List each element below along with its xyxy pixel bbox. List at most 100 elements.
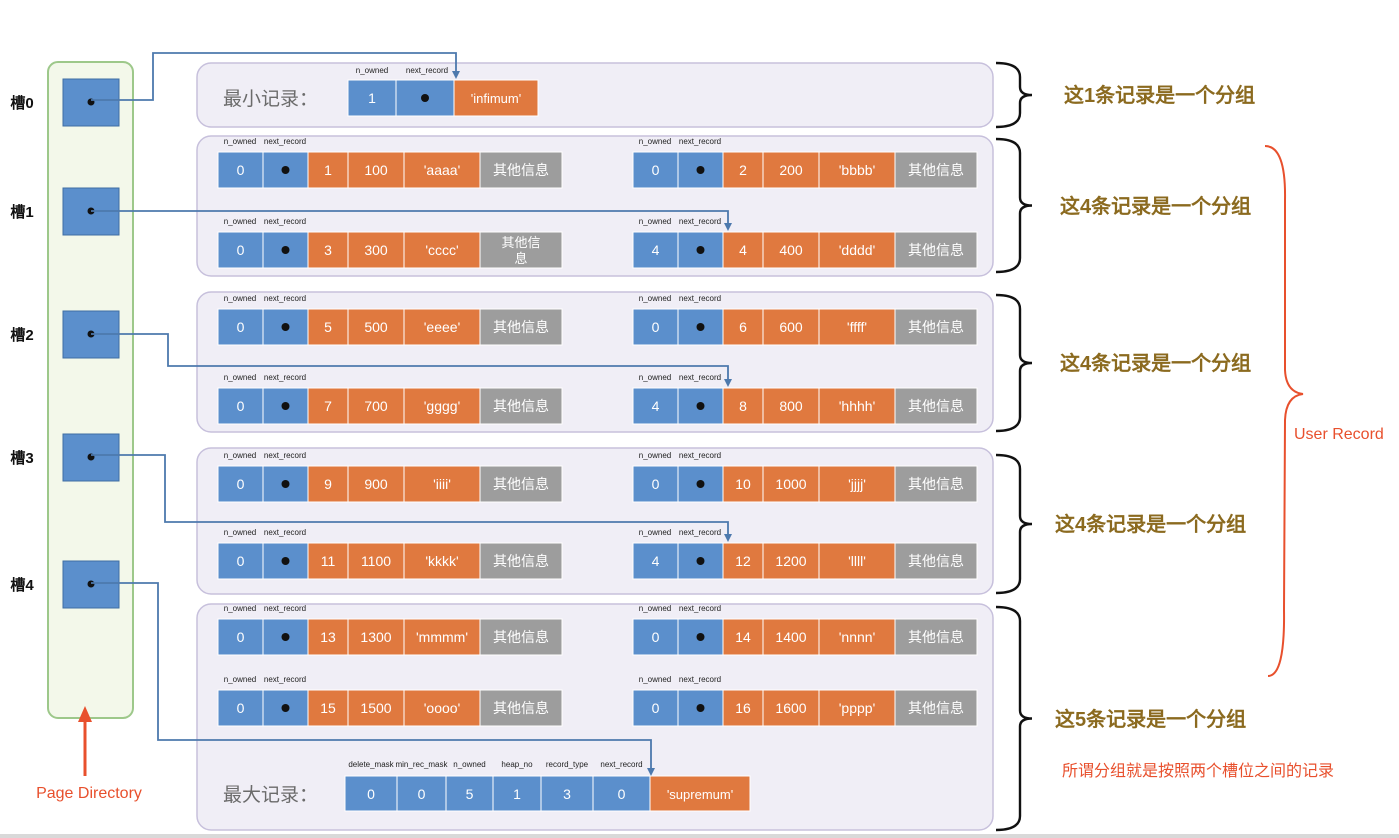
id-text: 1 bbox=[324, 162, 332, 178]
number-cell bbox=[762, 542, 820, 580]
string-cell bbox=[818, 387, 896, 425]
supremum-field-header: min_rec_mask bbox=[395, 760, 448, 769]
supremum-field-text: 3 bbox=[563, 786, 571, 802]
id-text: 3 bbox=[324, 242, 332, 258]
n-owned-text: 0 bbox=[652, 629, 660, 645]
slot-arrow-0 bbox=[91, 52, 460, 101]
n-owned-header: n_owned bbox=[224, 294, 256, 303]
number-cell bbox=[347, 308, 405, 346]
string-text: 'llll' bbox=[848, 553, 866, 569]
other-info-cell bbox=[479, 387, 563, 425]
other-info-cell bbox=[479, 465, 563, 503]
supremum-field-cell bbox=[344, 775, 398, 812]
n-owned-header: n_owned bbox=[639, 451, 671, 460]
next-record-cell bbox=[262, 308, 309, 346]
n-owned-cell bbox=[632, 151, 679, 189]
string-cell bbox=[818, 689, 896, 727]
number-text: 1200 bbox=[775, 553, 806, 569]
pointer-dot bbox=[696, 480, 705, 488]
other-info-cell bbox=[894, 465, 978, 503]
id-text: 6 bbox=[739, 319, 747, 335]
id-text: 14 bbox=[735, 629, 751, 645]
infimum-next-record-header: next_record bbox=[406, 66, 448, 75]
id-text: 8 bbox=[739, 398, 747, 414]
n-owned-header: n_owned bbox=[224, 451, 256, 460]
id-text: 15 bbox=[320, 700, 336, 716]
other-info-cell bbox=[894, 542, 978, 580]
other-info-text: 其他信息 bbox=[908, 629, 964, 645]
number-text: 1600 bbox=[775, 700, 806, 716]
other-info-text: 其他信息 bbox=[908, 476, 964, 492]
supremum-record: 最大记录：0delete_mask0min_rec_mask5n_owned1h… bbox=[223, 760, 751, 812]
id-text: 4 bbox=[739, 242, 747, 258]
supremum-field-cell bbox=[592, 775, 651, 812]
n-owned-cell bbox=[632, 387, 679, 425]
other-info-text: 息 bbox=[514, 251, 527, 266]
n-owned-text: 0 bbox=[237, 162, 245, 178]
id-text: 11 bbox=[321, 553, 336, 569]
pointer-dot bbox=[696, 166, 705, 174]
grouping-note: 所谓分组就是按照两个槽位之间的记录 bbox=[1062, 762, 1334, 780]
string-text: 'iiii' bbox=[433, 476, 451, 492]
other-info-text: 其他信息 bbox=[493, 553, 549, 569]
string-text: 'eeee' bbox=[424, 319, 461, 335]
id-text: 16 bbox=[735, 700, 751, 716]
n-owned-header: n_owned bbox=[224, 373, 256, 382]
n-owned-cell bbox=[217, 689, 264, 727]
n-owned-header: n_owned bbox=[639, 373, 671, 382]
supremum-field-text: 0 bbox=[618, 786, 626, 802]
supremum-field-header: next_record bbox=[600, 760, 642, 769]
other-info-cell bbox=[479, 542, 563, 580]
id-text: 13 bbox=[320, 629, 336, 645]
number-text: 1400 bbox=[775, 629, 806, 645]
n-owned-cell bbox=[632, 231, 679, 269]
pointer-dot bbox=[281, 323, 290, 331]
supremum-field-header: delete_mask bbox=[348, 760, 394, 769]
n-owned-text: 0 bbox=[237, 398, 245, 414]
string-text: 'kkkk' bbox=[425, 553, 458, 569]
n-owned-text: 0 bbox=[237, 700, 245, 716]
n-owned-text: 0 bbox=[237, 553, 245, 569]
n-owned-header: n_owned bbox=[639, 137, 671, 146]
number-text: 800 bbox=[779, 398, 803, 414]
supremum-field-header: heap_no bbox=[501, 760, 533, 769]
id-cell bbox=[722, 151, 764, 189]
n-owned-header: n_owned bbox=[639, 675, 671, 684]
n-owned-text: 0 bbox=[652, 476, 660, 492]
id-cell bbox=[307, 542, 349, 580]
pointer-dot bbox=[696, 704, 705, 712]
pointer-dot bbox=[281, 704, 290, 712]
number-cell bbox=[762, 465, 820, 503]
slot-arrow-1 bbox=[91, 210, 732, 231]
string-cell bbox=[818, 151, 896, 189]
other-info-cell bbox=[894, 151, 978, 189]
string-text: 'gggg' bbox=[424, 398, 461, 414]
n-owned-cell bbox=[217, 231, 264, 269]
next-record-header: next_record bbox=[264, 373, 306, 382]
string-text: 'pppp' bbox=[839, 700, 876, 716]
number-cell bbox=[762, 618, 820, 656]
infimum-value-cell bbox=[453, 79, 539, 117]
next-record-header: next_record bbox=[264, 528, 306, 537]
id-text: 2 bbox=[739, 162, 747, 178]
n-owned-header: n_owned bbox=[639, 217, 671, 226]
n-owned-header: n_owned bbox=[224, 528, 256, 537]
slot-label-0: 槽0 bbox=[10, 94, 33, 112]
number-cell bbox=[347, 387, 405, 425]
n-owned-text: 0 bbox=[652, 162, 660, 178]
next-record-header: next_record bbox=[264, 217, 306, 226]
pointer-dot bbox=[696, 633, 705, 641]
number-cell bbox=[347, 231, 405, 269]
string-text: 'nnnn' bbox=[839, 629, 876, 645]
id-cell bbox=[307, 689, 349, 727]
next-record-header: next_record bbox=[679, 451, 721, 460]
number-cell bbox=[762, 308, 820, 346]
number-cell bbox=[347, 618, 405, 656]
number-cell bbox=[347, 151, 405, 189]
